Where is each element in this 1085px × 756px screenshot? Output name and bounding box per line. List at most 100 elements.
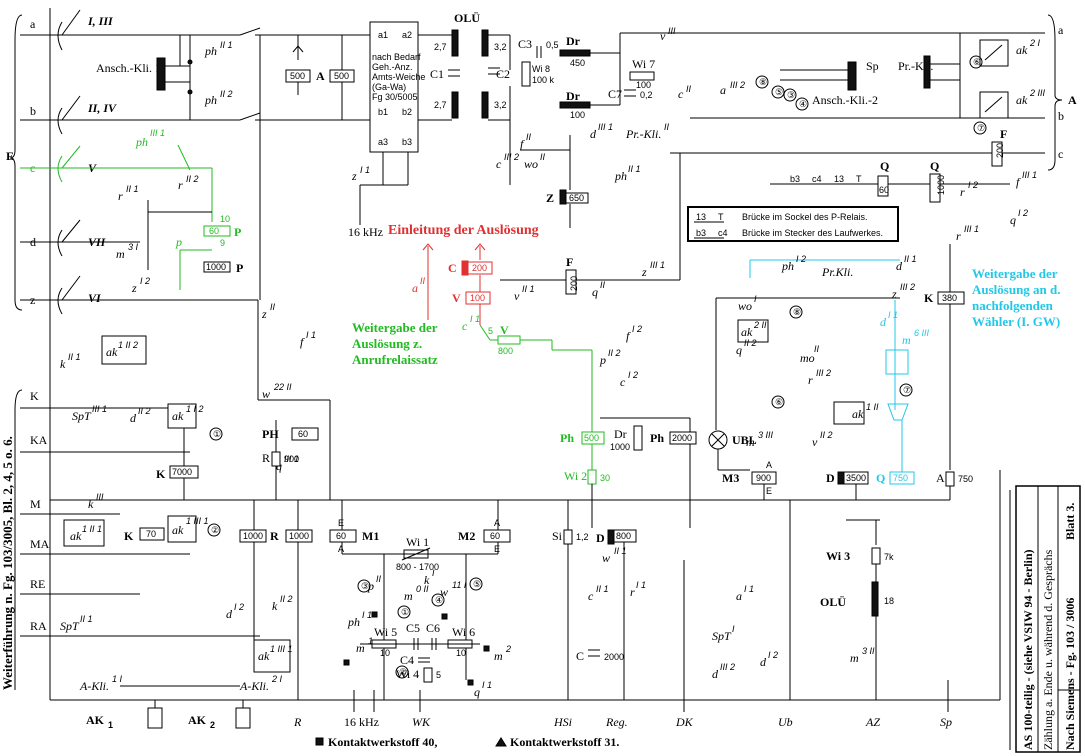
svg-text:1000: 1000 bbox=[243, 531, 263, 541]
svg-text:Ub: Ub bbox=[778, 715, 793, 729]
svg-text:ph: ph bbox=[347, 615, 360, 629]
svg-text:II: II bbox=[814, 344, 820, 354]
svg-text:p: p bbox=[599, 353, 606, 367]
svg-text:III 2: III 2 bbox=[730, 80, 745, 90]
svg-text:500: 500 bbox=[334, 71, 349, 81]
svg-text:c: c bbox=[1058, 147, 1063, 161]
svg-text:200: 200 bbox=[569, 276, 579, 291]
svg-text:C4: C4 bbox=[400, 653, 414, 667]
svg-text:2 III: 2 III bbox=[1029, 88, 1046, 98]
svg-text:K: K bbox=[924, 291, 934, 305]
svg-text:I, III: I, III bbox=[87, 14, 114, 28]
svg-text:E: E bbox=[494, 544, 500, 554]
svg-text:60: 60 bbox=[490, 531, 500, 541]
m-relays: 60 M1 EA M2 60 AE Wi 1 800 - 1700 bbox=[329, 500, 511, 700]
svg-text:1000: 1000 bbox=[289, 531, 309, 541]
svg-text:VII: VII bbox=[88, 235, 107, 249]
svg-text:I 2: I 2 bbox=[632, 324, 642, 334]
svg-text:HSi: HSi bbox=[553, 715, 572, 729]
sub-lines: K KA M MA RE RA bbox=[14, 389, 260, 690]
wiper-1: I, III bbox=[57, 9, 114, 51]
svg-text:I: I bbox=[432, 568, 435, 578]
svg-text:I 1: I 1 bbox=[888, 310, 898, 320]
svg-text:Blatt 3.: Blatt 3. bbox=[1063, 503, 1077, 540]
svg-text:1 II 1: 1 II 1 bbox=[82, 524, 102, 534]
svg-text:a: a bbox=[1058, 23, 1064, 37]
svg-text:ak: ak bbox=[172, 523, 184, 537]
frame bbox=[49, 8, 1011, 750]
svg-text:SpT: SpT bbox=[72, 409, 92, 423]
svg-text:v: v bbox=[660, 29, 666, 43]
side-text: Weiterführung n. Fg. 103/3005, Bl. 2, 4,… bbox=[0, 436, 15, 690]
svg-text:q: q bbox=[592, 285, 598, 299]
svg-text:m: m bbox=[850, 651, 859, 665]
svg-text:C1: C1 bbox=[430, 67, 444, 81]
svg-text:R: R bbox=[270, 529, 279, 543]
svg-text:C: C bbox=[576, 649, 584, 663]
svg-text:AK: AK bbox=[188, 713, 207, 727]
svg-text:c: c bbox=[496, 157, 502, 171]
svg-text:1,2: 1,2 bbox=[576, 532, 589, 542]
svg-text:0,5: 0,5 bbox=[546, 40, 559, 50]
svg-text:1: 1 bbox=[368, 636, 373, 646]
svg-text:Q: Q bbox=[876, 471, 885, 485]
svg-text:II: II bbox=[600, 280, 606, 290]
olu-top: OLÜ 2,7 2,7 C1 bbox=[418, 11, 480, 121]
svg-text:I 1: I 1 bbox=[470, 314, 480, 324]
olu-right: 3,2 3,2 C2 C3 0,5 Dr 450 Wi 8 100 k Dr 1… bbox=[481, 29, 621, 130]
svg-text:b2: b2 bbox=[402, 107, 412, 117]
svg-text:Sp: Sp bbox=[940, 715, 952, 729]
svg-text:II 1: II 1 bbox=[904, 254, 917, 264]
left-line-labels: a b c d z E bbox=[6, 14, 36, 311]
svg-text:ph: ph bbox=[781, 259, 794, 273]
bottom-terminals: R 16 kHz WK HSi Reg. DK Ub AZ Sp bbox=[293, 560, 952, 729]
svg-text:C: C bbox=[448, 261, 457, 275]
svg-text:Reg.: Reg. bbox=[605, 715, 628, 729]
svg-text:wo: wo bbox=[524, 157, 538, 171]
svg-text:10: 10 bbox=[220, 214, 230, 224]
svg-text:II 2: II 2 bbox=[220, 89, 233, 99]
svg-text:I: I bbox=[754, 294, 757, 304]
svg-text:f: f bbox=[520, 137, 525, 151]
svg-text:I 1: I 1 bbox=[636, 580, 646, 590]
svg-text:m: m bbox=[116, 247, 125, 261]
svg-text:5: 5 bbox=[436, 670, 441, 680]
svg-text:ak: ak bbox=[106, 345, 118, 359]
svg-text:ak: ak bbox=[1016, 43, 1028, 57]
svg-text:I 2: I 2 bbox=[628, 370, 638, 380]
svg-text:F: F bbox=[1000, 127, 1007, 141]
svg-text:60: 60 bbox=[298, 429, 308, 439]
svg-text:Q: Q bbox=[880, 159, 889, 173]
svg-text:Weitergabe der: Weitergabe der bbox=[352, 320, 438, 335]
svg-text:①: ① bbox=[213, 429, 221, 439]
svg-text:K: K bbox=[156, 467, 166, 481]
fg-box: a1 a2 nach Bedarf Geh.-Anz. Amts-Weiche … bbox=[348, 21, 425, 239]
wiper-5: VI bbox=[57, 275, 102, 315]
svg-text:7k: 7k bbox=[884, 552, 894, 562]
svg-text:F: F bbox=[566, 255, 573, 269]
svg-text:m: m bbox=[356, 641, 365, 655]
svg-text:Z: Z bbox=[546, 191, 554, 205]
svg-text:E: E bbox=[766, 486, 772, 496]
m3-d-a-relays: M3 900 AE D 3500 A 750 bbox=[50, 460, 973, 501]
svg-text:nach Bedarf: nach Bedarf bbox=[372, 52, 421, 62]
svg-text:ph: ph bbox=[135, 135, 148, 149]
svg-text:200: 200 bbox=[472, 263, 487, 273]
svg-text:11 I: 11 I bbox=[452, 580, 467, 590]
svg-text:II, IV: II, IV bbox=[87, 101, 117, 115]
svg-text:II: II bbox=[540, 152, 546, 162]
wiper-4: VII bbox=[57, 219, 107, 257]
svg-text:10: 10 bbox=[380, 648, 390, 658]
svg-text:0,2: 0,2 bbox=[640, 90, 653, 100]
svg-text:5: 5 bbox=[488, 326, 493, 336]
svg-text:750: 750 bbox=[958, 474, 973, 484]
svg-text:T: T bbox=[718, 212, 724, 222]
title-block: AS 100-teilig - (siehe VSIW 94 - Berlin)… bbox=[1015, 485, 1081, 753]
svg-text:Auslösung z.: Auslösung z. bbox=[352, 336, 422, 351]
svg-text:Q: Q bbox=[930, 159, 939, 173]
